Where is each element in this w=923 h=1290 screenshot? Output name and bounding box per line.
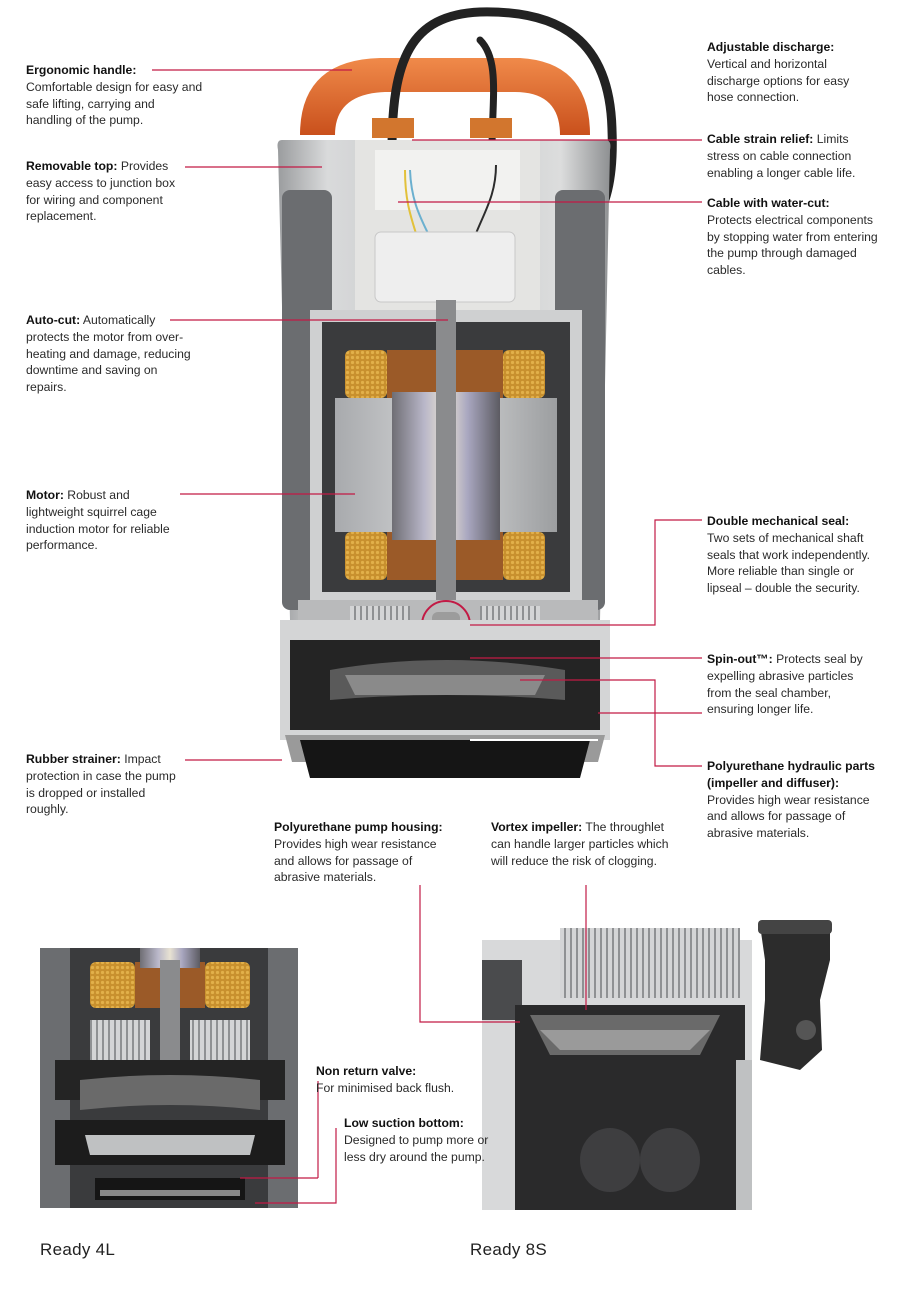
callout-text: Automatically protects the motor from ov…	[26, 313, 191, 395]
callout-text: Two sets of mechanical shaft seals that …	[707, 530, 871, 596]
callout-ergonomic-handle: Ergonomic handle: Comfortable design for…	[26, 62, 204, 129]
callout-text: Protects electrical components by stoppi…	[707, 212, 878, 278]
callout-title: Vortex impeller:	[491, 820, 583, 834]
callout-title: Auto-cut:	[26, 313, 81, 327]
callout-text: For minimised back flush.	[316, 1080, 455, 1095]
main-pump-cutaway	[277, 7, 617, 778]
ready-4l-cutaway	[40, 948, 298, 1208]
callout-cable-water-cut: Cable with water-cut: Protects electrica…	[707, 195, 887, 279]
callout-title: Removable top:	[26, 159, 118, 173]
leader-lines	[152, 69, 702, 1204]
callout-text: Limits stress on cable connection enabli…	[707, 132, 856, 180]
callout-text: Comfortable design for easy and safe lif…	[26, 79, 203, 128]
callout-text: Provides easy access to junction box for…	[26, 159, 176, 224]
callout-low-suction-bottom: Low suction bottom: Designed to pump mor…	[344, 1115, 494, 1165]
callout-text: Robust and lightweight squirrel cage ind…	[26, 488, 170, 553]
callout-title: Adjustable discharge:	[707, 40, 835, 54]
callout-rubber-strainer: Rubber strainer: Impact protection in ca…	[26, 751, 176, 818]
callout-polyurethane-hydraulic: Polyurethane hydraulic parts (impeller a…	[707, 758, 889, 842]
callout-title: Cable strain relief:	[707, 132, 814, 146]
callout-double-mechanical-seal: Double mechanical seal: Two sets of mech…	[707, 513, 879, 597]
callout-removable-top: Removable top: Provides easy access to j…	[26, 158, 192, 225]
callout-non-return-valve: Non return valve: For minimised back flu…	[316, 1063, 486, 1097]
callout-text: Designed to pump more or less dry around…	[344, 1132, 489, 1164]
callout-text: Vertical and horizontal discharge option…	[707, 56, 850, 105]
callout-adjustable-discharge: Adjustable discharge: Vertical and horiz…	[707, 39, 872, 106]
callout-title: Polyurethane pump housing:	[274, 820, 443, 834]
callout-title: Ergonomic handle:	[26, 63, 137, 77]
ready-8s-cutaway	[482, 920, 832, 1210]
callout-title: Spin-out™:	[707, 652, 773, 666]
callout-vortex-impeller: Vortex impeller: The throughlet can hand…	[491, 819, 686, 869]
callout-text: Provides high wear resistance and allows…	[707, 792, 870, 841]
callout-title: Non return valve:	[316, 1064, 417, 1078]
callout-title: Polyurethane hydraulic parts (impeller a…	[707, 759, 875, 790]
callout-spin-out: Spin-out™: Protects seal by expelling ab…	[707, 651, 879, 718]
callout-title: Rubber strainer:	[26, 752, 121, 766]
callout-cable-strain-relief: Cable strain relief: Limits stress on ca…	[707, 131, 877, 181]
callout-text: Provides high wear resistance and allows…	[274, 836, 437, 885]
callout-motor: Motor: Robust and lightweight squirrel c…	[26, 487, 184, 554]
callout-auto-cut: Auto-cut: Automatically protects the mot…	[26, 312, 194, 396]
callout-text: Impact protection in case the pump is dr…	[26, 752, 176, 817]
callout-title: Double mechanical seal:	[707, 514, 850, 528]
callout-title: Cable with water-cut:	[707, 196, 830, 210]
callout-title: Low suction bottom:	[344, 1116, 464, 1130]
callout-polyurethane-housing: Polyurethane pump housing: Provides high…	[274, 819, 459, 886]
model-label-ready-8s: Ready 8S	[470, 1240, 548, 1259]
callout-title: Motor:	[26, 488, 64, 502]
callout-text: The throughlet can handle larger particl…	[491, 820, 669, 868]
callout-text: Protects seal by expelling abrasive part…	[707, 652, 863, 717]
model-label-ready-4l: Ready 4L	[40, 1240, 116, 1259]
